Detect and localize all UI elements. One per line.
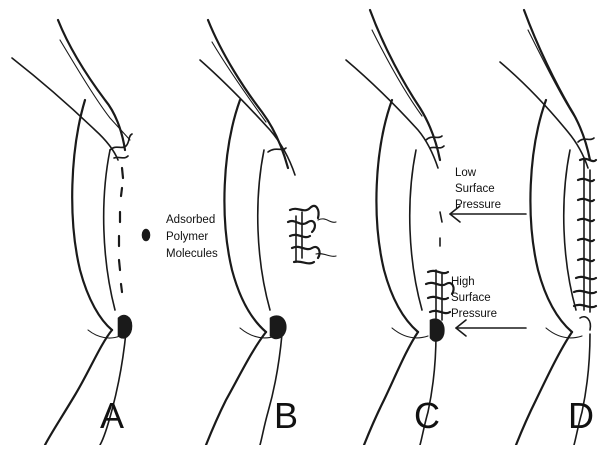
panel-label-d: D [568,395,594,436]
panel-a-top-tuft [110,134,132,158]
panel-d-upper-wall [524,10,590,160]
panel-d-lower-wall [516,332,572,445]
panel-c-upper-wall-2 [372,30,422,116]
panel-a-adsorbed-layer [119,168,123,292]
high-pressure-line-2: Surface [451,292,491,304]
panel-a-lower-wall-3 [88,330,120,338]
panel-a [12,20,150,445]
panel-a-upper-wall-inner [12,58,118,160]
adsorbed-label-line-1: Adsorbed [166,214,215,226]
panel-c-alveolar-surface [376,100,418,332]
panel-a-alveolar-surface [72,100,112,330]
panel-c-bottom-tuft [430,319,444,342]
panel-label-b: B [274,395,298,436]
panel-c-lower-wall [364,332,418,445]
low-pressure-line-3: Pressure [455,199,501,211]
panel-a-upper-wall [58,20,125,150]
panel-label-c: C [414,395,440,436]
free-polymer-molecule [142,229,150,241]
panel-b-lower-wall [206,332,266,445]
low-pressure-label: Low Surface Pressure [455,167,501,211]
panel-b-inner-surface [258,150,270,310]
panel-c [346,10,526,445]
adsorbed-label-line-3: Molecules [166,248,218,260]
panel-c-lower-wall-3 [392,328,428,338]
panel-b-upper-wall-inner [200,60,295,175]
panel-d-inner-surface [564,150,576,310]
panel-label-a: A [100,395,124,436]
panel-d-full-layer [574,159,596,312]
high-pressure-arrow [456,320,526,336]
low-pressure-line-1: Low [455,167,477,179]
panel-c-sparse-layer [440,212,442,246]
low-pressure-line-2: Surface [455,183,495,195]
panel-b-upper-wall-2 [212,42,266,122]
high-pressure-line-3: Pressure [451,308,497,320]
panel-b-adsorbed-cluster [288,206,336,264]
panel-b-alveolar-surface [224,100,266,332]
panel-d-bottom-tuft [580,317,590,330]
adsorbed-label-line-2: Polymer [166,231,208,243]
panel-b-bottom-tuft [270,316,286,339]
adsorbed-polymer-label: Adsorbed Polymer Molecules [166,214,218,260]
panel-b-upper-wall [208,20,288,168]
panel-c-inner-surface [410,150,422,310]
panel-c-dense-layer [426,270,454,320]
panel-b [200,20,336,445]
high-pressure-label: High Surface Pressure [451,276,497,320]
panel-d [500,10,596,445]
panel-a-inner-surface [104,150,115,310]
panel-d-lower-wall-3 [546,328,582,338]
high-pressure-line-1: High [451,276,475,288]
panel-d-alveolar-surface [530,100,572,332]
